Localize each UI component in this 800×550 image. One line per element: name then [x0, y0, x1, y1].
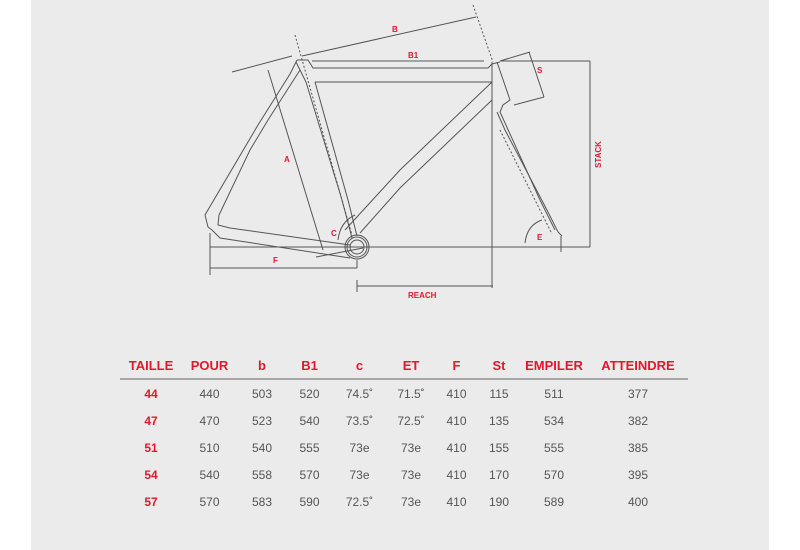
cell-atteindre: 385 [627, 440, 649, 455]
cell-et: 73e [400, 440, 422, 455]
cell-f: 410 [446, 494, 467, 509]
col-header-f: F [435, 352, 478, 380]
col-header-b1: B1 [287, 352, 332, 380]
cell-b: 558 [251, 467, 273, 482]
frame-geometry-diagram: B B1 S A C E F REACH STACK [204, 4, 603, 300]
col-header-c: c [332, 352, 387, 380]
cell-et: 73e [400, 467, 422, 482]
col-header-pour: POUR [182, 352, 237, 380]
cell-st: 115 [489, 386, 509, 401]
cell-b: 583 [251, 494, 273, 509]
cell-f: 410 [446, 467, 467, 482]
cell-atteindre: 400 [627, 494, 649, 509]
cell-pour: 510 [199, 440, 220, 455]
cell-b1: 540 [299, 413, 320, 428]
cell-b: 523 [251, 413, 273, 428]
cell-atteindre: 382 [627, 413, 649, 428]
label-e: E [537, 233, 543, 242]
cell-f: 410 [446, 413, 467, 428]
cell-atteindre: 395 [627, 467, 649, 482]
col-header-empiler: EMPILER [520, 352, 588, 380]
geometry-table: TAILLE POUR b B1 c ET F St EMPILER ATTEI… [120, 352, 688, 515]
label-reach: REACH [408, 291, 437, 300]
cell-empiler: 555 [543, 440, 565, 455]
cell-pour: 470 [199, 413, 220, 428]
cell-size: 54 [144, 467, 158, 482]
cell-empiler: 534 [543, 413, 565, 428]
table-row: 47 470 523 540 73.5˚ 72.5˚ 410 135 534 3… [120, 407, 688, 434]
cell-c: 73.5˚ [345, 413, 374, 428]
cell-c: 74.5˚ [345, 386, 374, 401]
cell-size: 57 [144, 494, 158, 509]
cell-b1: 590 [299, 494, 320, 509]
table-header-row: TAILLE POUR b B1 c ET F St EMPILER ATTEI… [120, 352, 688, 380]
col-header-b: b [237, 352, 287, 380]
label-c: C [331, 229, 337, 238]
cell-empiler: 511 [544, 386, 564, 401]
cell-st: 170 [488, 467, 510, 482]
cell-b1: 520 [299, 386, 320, 401]
label-b1: B1 [408, 51, 419, 60]
col-header-atteindre: ATTEINDRE [588, 352, 688, 380]
cell-empiler: 589 [543, 494, 565, 509]
dim-line-b [301, 16, 477, 57]
cell-b1: 570 [299, 467, 320, 482]
cell-empiler: 570 [543, 467, 565, 482]
cell-size: 47 [144, 413, 158, 428]
cell-st: 155 [488, 440, 510, 455]
label-b: B [392, 25, 398, 34]
cell-et: 72.5˚ [397, 413, 425, 428]
label-s: S [537, 66, 543, 75]
table-row: 51 510 540 555 73e 73e 410 155 555 385 [120, 434, 688, 461]
cell-f: 410 [446, 386, 467, 401]
cell-pour: 440 [199, 386, 220, 401]
cell-et: 71.5˚ [397, 386, 425, 401]
table-row: 57 570 583 590 72.5˚ 73e 410 190 589 400 [120, 488, 688, 515]
cell-c: 73e [349, 440, 370, 455]
label-f: F [273, 256, 278, 265]
cell-st: 190 [488, 494, 510, 509]
cell-size: 44 [144, 386, 158, 401]
cell-b: 540 [251, 440, 273, 455]
cell-c: 73e [349, 467, 370, 482]
col-header-et: ET [387, 352, 435, 380]
cell-f: 410 [446, 440, 467, 455]
cell-size: 51 [144, 440, 158, 455]
cell-b: 503 [251, 386, 273, 401]
cell-st: 135 [488, 413, 510, 428]
cell-c: 72.5˚ [345, 494, 374, 509]
label-stack: STACK [594, 141, 603, 168]
label-a: A [284, 155, 290, 164]
col-header-st: St [478, 352, 520, 380]
cell-atteindre: 377 [627, 386, 649, 401]
table-row: 54 540 558 570 73e 73e 410 170 570 395 [120, 461, 688, 488]
table-row: 44 440 503 520 74.5˚ 71.5˚ 410 115 511 3… [120, 379, 688, 407]
cell-et: 73e [400, 494, 422, 509]
content-panel [31, 0, 769, 550]
cell-pour: 570 [199, 494, 220, 509]
cell-b1: 555 [299, 440, 320, 455]
cell-pour: 540 [199, 467, 220, 482]
col-header-taille: TAILLE [120, 352, 182, 380]
